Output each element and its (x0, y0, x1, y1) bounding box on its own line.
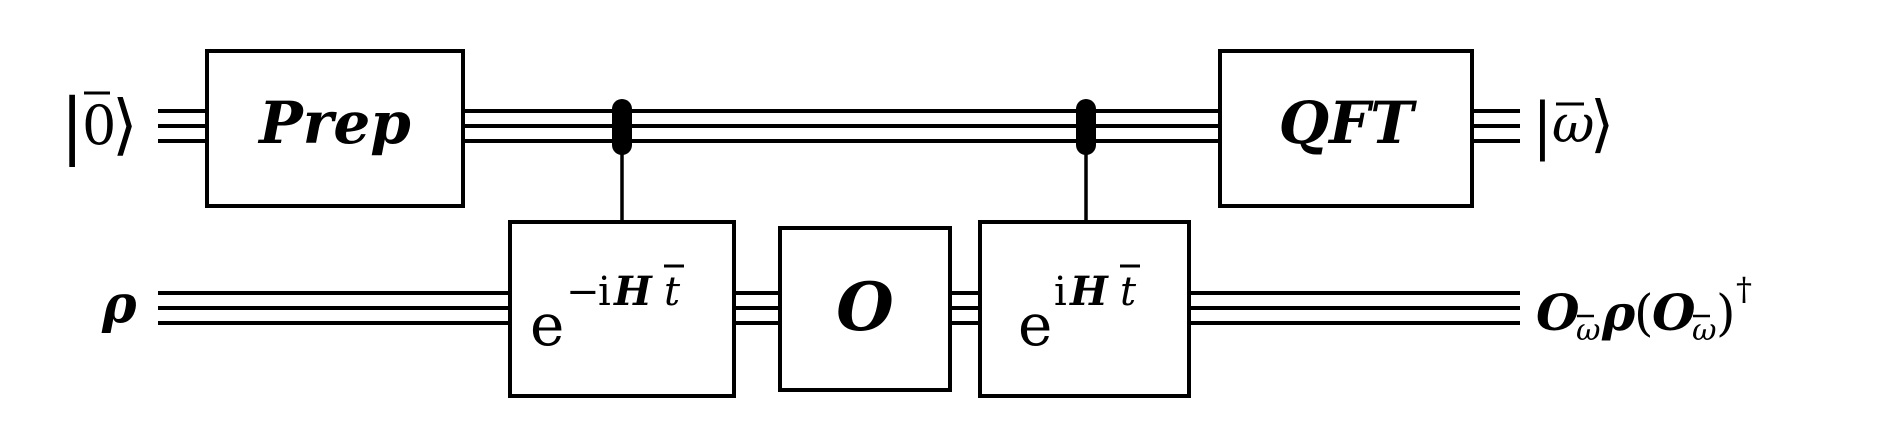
bottom-output-state: O ω ρ ( O ω ) † (1536, 270, 1752, 348)
output-rho: ρ (1601, 283, 1636, 342)
control-dot-2 (1076, 99, 1096, 155)
bottom-wire-seg2 (950, 291, 980, 325)
output-close-paren: ) (1716, 284, 1736, 342)
output-sub-2: ω (1692, 313, 1716, 348)
top-output-ket: ⟩ (1590, 87, 1614, 160)
bottom-wire-input (158, 291, 510, 325)
evolve-back-base: e (530, 291, 564, 359)
output-sub-1: ω (1576, 313, 1600, 348)
bottom-wire-seg1 (734, 291, 780, 325)
bottom-register-wires (158, 291, 1520, 325)
evolve-back-gate (508, 220, 736, 398)
bottom-input-state: ρ (101, 274, 137, 335)
control-dot-1 (612, 99, 632, 155)
evolve-fwd-base: e (1018, 291, 1052, 359)
qft-label: QFT (1279, 89, 1418, 157)
top-wire-output (1472, 109, 1520, 143)
evolve-fwd-label: e i H t (1018, 264, 1140, 359)
evolve-fwd-i: i (1054, 269, 1067, 315)
top-input-ket: ⟩ (112, 86, 138, 163)
gate-boxes (205, 49, 1474, 398)
top-wire-input (158, 109, 207, 143)
top-input-symbol: 0 (82, 94, 116, 157)
evolve-back-sign: − (566, 269, 600, 315)
top-input-state: | 0 ⟩ (60, 83, 138, 167)
qft-gate (1218, 49, 1474, 208)
evolve-back-h: H (613, 268, 653, 315)
top-output-bar: | (1532, 89, 1553, 162)
top-output-state: | ω ⟩ (1532, 87, 1614, 162)
evolve-back-i: i (598, 269, 611, 315)
evolve-back-t: t (664, 269, 681, 315)
prep-gate (205, 49, 465, 208)
control-2 (1076, 99, 1096, 222)
output-open-paren: ( (1634, 284, 1654, 342)
oracle-label: O (836, 268, 894, 346)
evolve-fwd-h: H (1069, 268, 1109, 315)
bottom-wire-output (1189, 291, 1520, 325)
prep-label: Prep (257, 89, 411, 157)
control-1 (612, 99, 632, 222)
top-input-bar: | (60, 83, 84, 167)
top-wire-middle (463, 109, 1220, 143)
evolve-fwd-t: t (1120, 269, 1137, 315)
output-dagger: † (1736, 270, 1752, 308)
evolve-fwd-gate (978, 220, 1191, 398)
output-op-2: O (1652, 283, 1696, 342)
evolve-back-label: e − i H t (530, 264, 684, 359)
output-op-1: O (1536, 283, 1580, 342)
oracle-gate (778, 226, 952, 392)
